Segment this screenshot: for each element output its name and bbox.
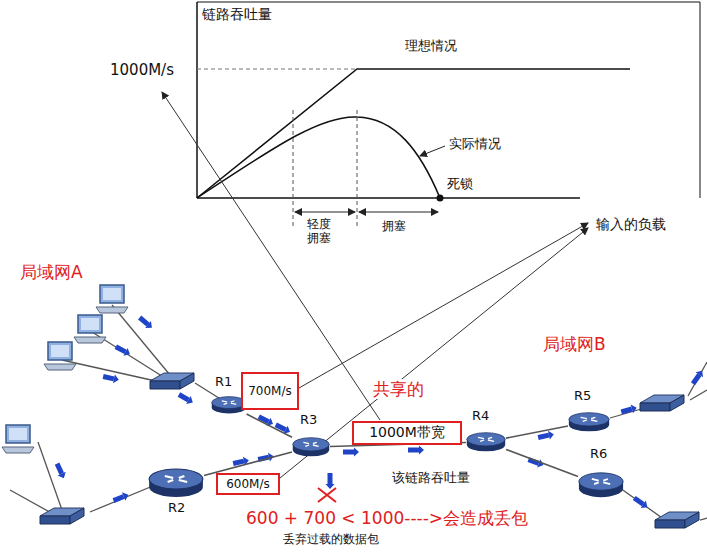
bandwidth-box: 700M/s [241,372,299,410]
router-icon [148,468,204,498]
router: R2 [148,468,204,498]
annotation: 1000M/s [110,61,174,79]
annotation: 600 + 700 < 1000---->会造成丢包 [246,508,528,528]
router-icon [292,437,330,457]
router: R6 [578,472,624,498]
router: R4 [466,432,506,452]
annotation: 输入的负载 [596,216,666,233]
network-link [506,449,578,476]
annotation: 共享的 [371,379,426,399]
router-icon [578,472,624,498]
annotation: 死锁 [447,176,473,192]
bandwidth-box: 1000M带宽 [352,421,462,445]
router: R5 [568,412,610,432]
router-label: R6 [590,446,607,461]
router-label: R3 [300,412,317,427]
annotation: 理想情况 [405,38,457,54]
network-link [204,452,292,475]
annotation: 链路吞吐量 [202,6,272,23]
router-icon [568,412,610,432]
annotation: 局域网B [543,334,606,354]
annotation: 拥塞 [382,219,406,233]
bandwidth-label: 600M/s [226,477,270,491]
router-label: R2 [168,500,185,515]
annotation: 实际情况 [449,136,501,152]
annotation: 该链路吞吐量 [392,470,470,486]
router-label: R4 [472,408,489,423]
bandwidth-label: 700M/s [248,384,292,398]
router-label: R5 [574,388,591,403]
router: R3 [292,437,330,457]
annotation: 轻度 拥塞 [305,217,333,246]
annotation: 局域网A [20,262,83,282]
router-label: R1 [215,374,232,389]
router-icon [466,432,506,452]
bandwidth-label: 1000M带宽 [369,424,445,442]
bandwidth-box: 600M/s [216,473,280,495]
network-link [506,426,568,438]
annotation: 丢弃过载的数据包 [283,532,379,546]
network-link [247,414,292,437]
